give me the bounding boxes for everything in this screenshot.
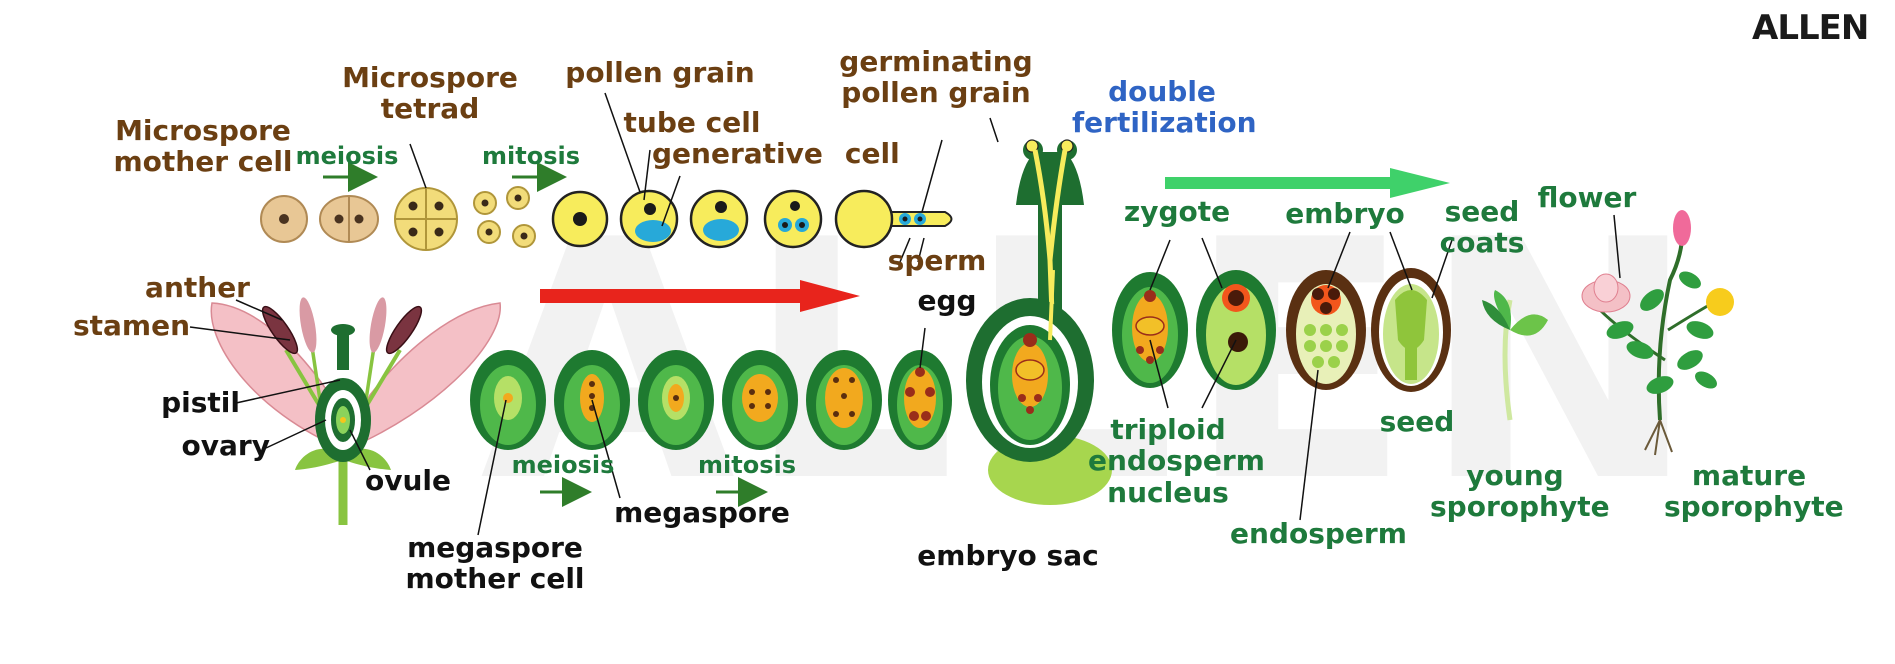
label-stamen: stamen xyxy=(72,309,190,342)
label-anther: anther xyxy=(145,271,250,304)
label-meiosis-top: meiosis xyxy=(295,142,399,170)
label-pollen-grain: pollen grain xyxy=(565,56,755,89)
seed-leader-lines xyxy=(1149,214,1621,521)
mature-sporophyte-shape xyxy=(1581,210,1734,456)
pollen-stage-3 xyxy=(689,189,749,249)
label-pistil: pistil xyxy=(161,386,240,419)
seed-development-series xyxy=(1112,268,1451,392)
ovule-series xyxy=(470,350,952,450)
label-egg: egg xyxy=(917,284,977,317)
germinating-pollen-shape xyxy=(834,189,953,249)
young-sporophyte-shape xyxy=(1482,290,1548,421)
label-embryo: embryo xyxy=(1285,197,1405,230)
label-ovary: ovary xyxy=(181,429,270,462)
label-embryo-sac: embryo sac xyxy=(917,539,1099,572)
label-seed: seed xyxy=(1379,405,1455,438)
pollen-grain-mature-shape xyxy=(763,189,823,249)
label-mitosis-top: mitosis xyxy=(482,142,580,170)
pollen-stage-1 xyxy=(551,190,609,248)
label-meiosis-bottom: meiosis xyxy=(511,451,615,479)
red-progress-arrow xyxy=(540,280,860,312)
top-leader-lines xyxy=(409,92,999,263)
dividing-cell-shape xyxy=(319,195,379,243)
allen-logo: ALLEN xyxy=(1752,8,1869,48)
microspore-tetrad-shape xyxy=(394,187,458,251)
label-tube-cell: tube cell xyxy=(623,106,761,139)
microspores-shape xyxy=(473,186,536,248)
label-zygote: zygote xyxy=(1123,195,1231,228)
microspore-mother-cell-shape xyxy=(260,195,308,243)
flower-leader-lines xyxy=(189,299,926,536)
label-endosperm: endosperm xyxy=(1230,517,1407,550)
label-sperm: sperm xyxy=(887,244,987,277)
label-megaspore: megaspore xyxy=(614,496,790,529)
pollen-stage-2 xyxy=(619,189,679,249)
fertilization-ovule-shape xyxy=(966,139,1112,505)
label-flower: flower xyxy=(1537,181,1637,214)
label-mitosis-bottom: mitosis xyxy=(698,451,796,479)
green-progress-arrow xyxy=(1165,168,1450,198)
flower-shape xyxy=(210,297,501,525)
label-ovule: ovule xyxy=(364,464,451,497)
